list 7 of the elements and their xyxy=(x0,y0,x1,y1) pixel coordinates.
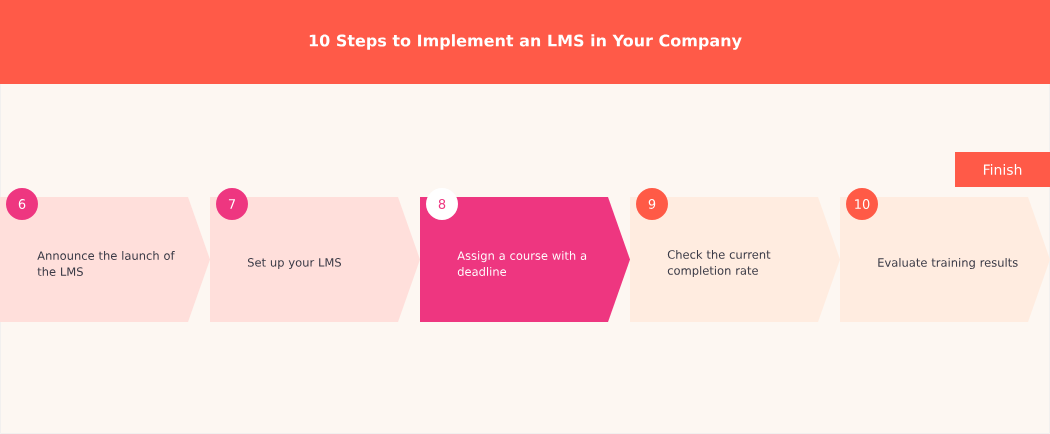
title-banner: 10 Steps to Implement an LMS in Your Company xyxy=(0,0,1050,84)
number-badge: 10 xyxy=(846,188,878,220)
number-badge: 7 xyxy=(216,188,248,220)
finish-label: Finish xyxy=(955,152,1050,187)
number-badge: 8 xyxy=(426,188,458,220)
number-badge: 6 xyxy=(6,188,38,220)
number-badge: 9 xyxy=(636,188,668,220)
